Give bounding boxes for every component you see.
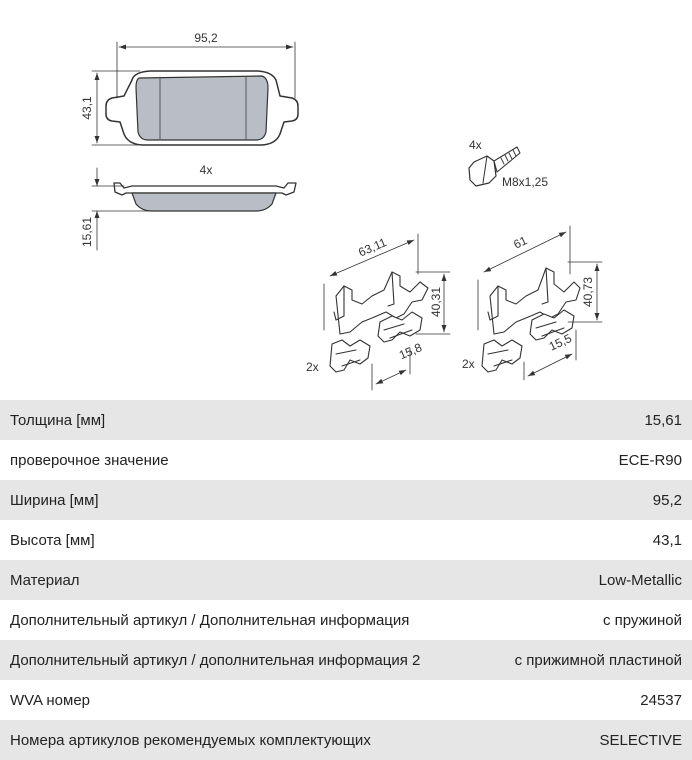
spec-value: 43,1 <box>652 531 682 549</box>
specification-table: Толщина [мм] 15,61 проверочное значение … <box>0 400 692 760</box>
clip2-height-label: 40,73 <box>581 277 595 307</box>
spec-label: Номера артикулов рекомендуемых комплекту… <box>10 731 371 749</box>
spec-label: Дополнительный артикул / дополнительная … <box>10 651 421 669</box>
clip2-width-label: 15,5 <box>547 331 574 354</box>
clip1-length-label: 63,11 <box>356 235 389 259</box>
pad-quantity-label: 4x <box>200 163 213 177</box>
spec-label: WVA номер <box>10 691 91 709</box>
spec-value: с прижимной пластиной <box>514 651 682 669</box>
spec-row-additional-info: Дополнительный артикул / Дополнительная … <box>0 600 692 640</box>
spec-value: 95,2 <box>652 491 682 509</box>
spec-value: с пружиной <box>602 611 682 629</box>
clip1-height-label: 40,31 <box>429 287 443 317</box>
clip2-quantity-label: 2x <box>462 357 475 371</box>
spec-row-wva-number: WVA номер 24537 <box>0 680 692 720</box>
clip1-dimensions <box>323 233 451 391</box>
bolt-quantity-label: 4x <box>469 138 482 152</box>
brake-pad-side-view <box>113 182 297 212</box>
bolt-icon <box>468 146 521 187</box>
spec-row-thickness: Толщина [мм] 15,61 <box>0 400 692 440</box>
spec-row-width: Ширина [мм] 95,2 <box>0 480 692 520</box>
spec-label: проверочное значение <box>10 451 169 469</box>
clip1-width-label: 15,8 <box>397 340 424 362</box>
spec-row-additional-info-2: Дополнительный артикул / дополнительная … <box>0 640 692 680</box>
clip-kit-2 <box>481 267 581 373</box>
spec-row-test-value: проверочное значение ECE-R90 <box>0 440 692 480</box>
spec-row-recommended-parts: Номера артикулов рекомендуемых комплекту… <box>0 720 692 760</box>
technical-drawing: 95,2 43,1 4x 15,61 4x M8x1,25 <box>80 31 603 391</box>
pad-height-label: 43,1 <box>80 96 94 120</box>
pad-thickness-dimension: 15,61 <box>80 167 151 251</box>
clip2-length-label: 61 <box>511 233 529 251</box>
spec-value: ECE-R90 <box>618 451 682 469</box>
spec-row-height: Высота [мм] 43,1 <box>0 520 692 560</box>
pad-thickness-label: 15,61 <box>80 217 94 247</box>
pad-height-dimension: 43,1 <box>80 70 141 146</box>
spec-label: Толщина [мм] <box>10 411 106 429</box>
spec-label: Материал <box>10 571 80 589</box>
brake-pad-top-view <box>105 70 299 146</box>
spec-label: Ширина [мм] <box>10 491 99 509</box>
spec-label: Дополнительный артикул / Дополнительная … <box>10 611 410 629</box>
spec-value: 15,61 <box>644 411 682 429</box>
clip-kit-1 <box>329 271 429 373</box>
spec-label: Высота [мм] <box>10 531 95 549</box>
spec-row-material: Материал Low-Metallic <box>0 560 692 600</box>
pad-width-dimension: 95,2 <box>116 31 296 99</box>
bolt-size-label: M8x1,25 <box>502 175 548 189</box>
pad-width-label: 95,2 <box>194 31 218 45</box>
spec-value: 24537 <box>640 691 682 709</box>
spec-value: SELECTIVE <box>599 731 682 749</box>
clip1-quantity-label: 2x <box>306 360 319 374</box>
spec-value: Low-Metallic <box>598 571 682 589</box>
clip2-dimensions <box>477 225 603 381</box>
